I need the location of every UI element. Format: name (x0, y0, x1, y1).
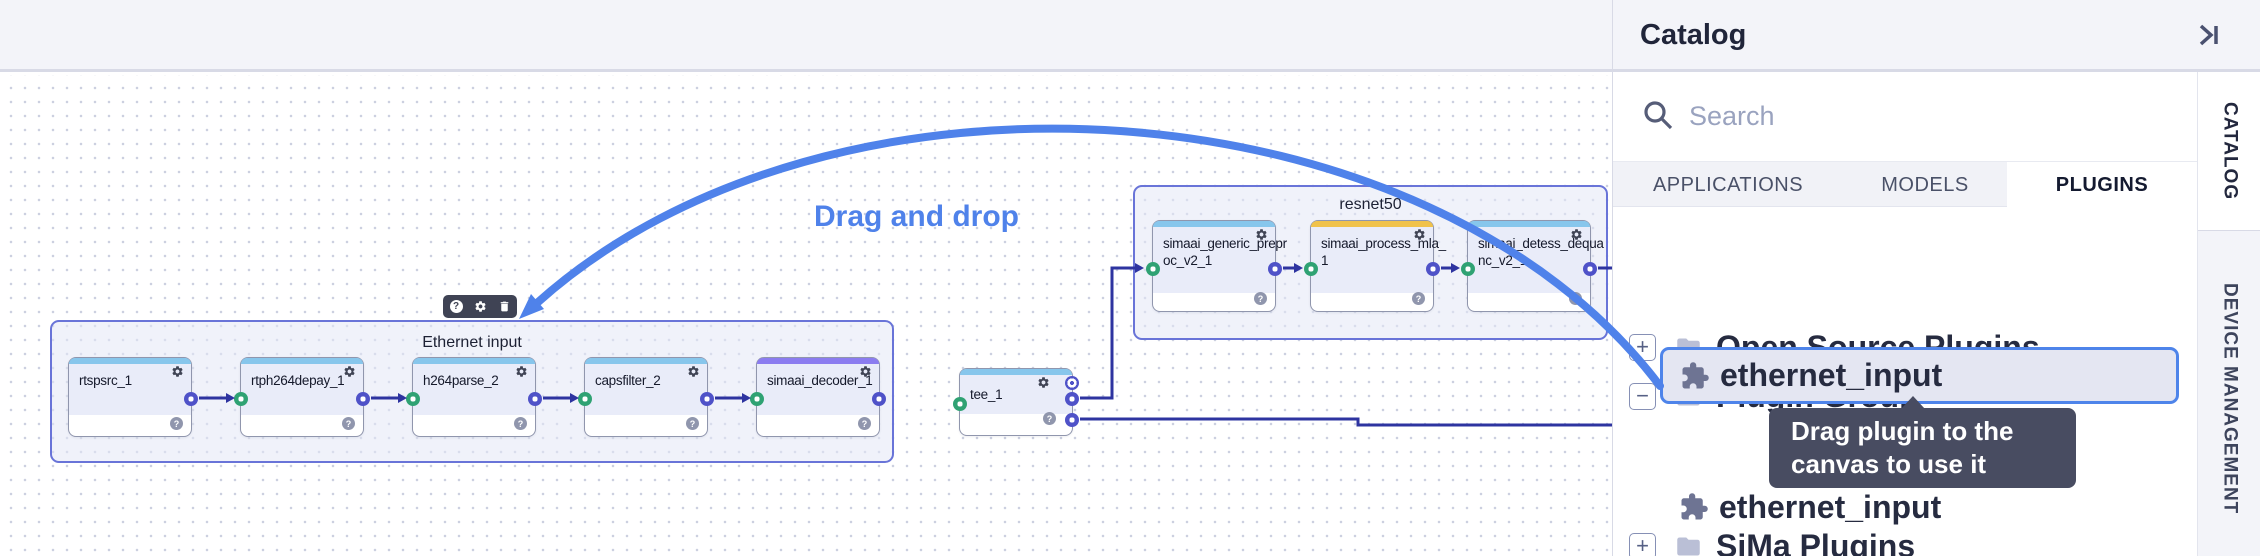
input-port[interactable] (1304, 262, 1318, 276)
output-port[interactable] (184, 392, 198, 406)
help-icon[interactable]: ? (449, 300, 463, 313)
pipeline-node-capsfilter[interactable]: capsfilter_2 ? (578, 357, 714, 437)
input-port[interactable] (234, 392, 248, 406)
tree-item-label: ethernet_input (1719, 488, 1942, 525)
node-label: h264parse_2 (423, 373, 499, 388)
pipeline-node-simaai-decoder[interactable]: simaai_decoder_1 ? (750, 357, 886, 437)
settings-icon[interactable] (1037, 376, 1050, 389)
settings-icon[interactable] (687, 365, 700, 378)
expand-icon[interactable]: + (1629, 333, 1656, 361)
node-accent-strip (241, 358, 363, 364)
folder-icon (1677, 537, 1700, 555)
input-port[interactable] (406, 392, 420, 406)
side-tab-catalog[interactable]: CATALOG (2198, 72, 2260, 230)
tree-item-ethernet-input-2[interactable]: ethernet_input (1679, 484, 1941, 530)
group-title: Ethernet input (422, 334, 522, 351)
output-port[interactable] (1065, 392, 1079, 406)
expand-icon[interactable]: + (1629, 532, 1656, 556)
settings-icon[interactable] (1255, 228, 1268, 241)
catalog-panel: Catalog APPLICATIONS MODELS PLUGINS + Op… (1612, 0, 2260, 556)
node-accent-strip (69, 358, 191, 364)
panel-title: Catalog (1640, 19, 1747, 51)
search-bar (1613, 72, 2197, 162)
input-port[interactable] (578, 392, 592, 406)
editor-topbar (0, 0, 1612, 72)
settings-icon[interactable] (343, 365, 356, 378)
collapse-icon[interactable]: − (1629, 382, 1656, 410)
editor-area: ? Ethernet input resnet50 rtspsrc_1 ? rt… (0, 0, 1612, 556)
settings-icon[interactable] (515, 365, 528, 378)
pipeline-node-rtph264depay[interactable]: rtph264depay_1 ? (234, 357, 370, 437)
node-label: rtph264depay_1 (251, 373, 345, 388)
help-icon: ? (1043, 412, 1056, 425)
search-input[interactable] (1689, 94, 2169, 138)
help-icon: ? (170, 417, 183, 430)
tree-item-sima-plugins[interactable]: + SiMa Plugins (1629, 523, 1915, 556)
group-title: resnet50 (1339, 196, 1402, 213)
catalog-panel-header: Catalog (1613, 0, 2260, 72)
help-icon: ? (686, 417, 699, 430)
output-port[interactable] (1583, 262, 1597, 276)
tab-models[interactable]: MODELS (1881, 173, 1969, 196)
node-accent-strip (413, 358, 535, 364)
output-port[interactable] (1065, 413, 1079, 427)
input-port[interactable] (1461, 262, 1475, 276)
help-icon: ? (858, 417, 871, 430)
pipeline-node-tee[interactable]: tee_1 ? (953, 368, 1079, 436)
drag-and-drop-hint: Drag and drop (814, 200, 1020, 233)
tab-plugins[interactable]: PLUGINS (2007, 162, 2197, 208)
tree-item-label: SiMa Plugins (1716, 527, 1916, 556)
tab-applications[interactable]: APPLICATIONS (1652, 173, 1804, 196)
tooltip-line: Drag plugin to the (1791, 416, 2014, 446)
side-tab-label: CATALOG (2219, 101, 2241, 201)
input-port[interactable] (953, 397, 967, 411)
pipeline-node-simaai-process-mla[interactable]: simaai_process_mla_1 ? (1304, 220, 1446, 312)
plugin-icon (1681, 493, 1708, 520)
help-icon: ? (342, 417, 355, 430)
node-label: tee_1 (970, 387, 1003, 402)
output-port[interactable] (528, 392, 542, 406)
node-label: rtspsrc_1 (79, 373, 132, 388)
tooltip-line: canvas to use it (1791, 449, 1987, 479)
side-tab-strip: CATALOG DEVICE MANAGEMENT (2197, 72, 2260, 556)
side-tab-label: DEVICE MANAGEMENT (2219, 283, 2241, 515)
output-port[interactable] (356, 392, 370, 406)
help-icon: ? (1569, 292, 1582, 305)
pipeline-node-h264parse[interactable]: h264parse_2 ? (406, 357, 542, 437)
output-port[interactable] (872, 392, 886, 406)
settings-icon[interactable] (474, 300, 487, 313)
help-icon: ? (1412, 292, 1425, 305)
drag-tooltip: Drag plugin to the canvas to use it (1769, 396, 2076, 488)
catalog-content: APPLICATIONS MODELS PLUGINS + Open Sourc… (1613, 72, 2197, 556)
catalog-tabs: APPLICATIONS MODELS PLUGINS (1613, 162, 2197, 208)
search-icon (1644, 101, 1673, 130)
output-port[interactable] (1065, 376, 1079, 390)
settings-icon[interactable] (171, 365, 184, 378)
pipeline-node-rtspsrc[interactable]: rtspsrc_1 ? (68, 357, 198, 437)
input-port[interactable] (750, 392, 764, 406)
plugin-icon (1682, 361, 1709, 388)
help-icon: ? (514, 417, 527, 430)
side-tab-device-management[interactable]: DEVICE MANAGEMENT (2198, 230, 2260, 556)
input-port[interactable] (1146, 262, 1160, 276)
settings-icon[interactable] (1413, 228, 1426, 241)
settings-icon[interactable] (1570, 228, 1583, 241)
tree-item-label: ethernet_input (1720, 357, 1943, 393)
delete-icon[interactable] (498, 300, 511, 313)
help-icon: ? (1254, 292, 1267, 305)
output-port[interactable] (700, 392, 714, 406)
output-port[interactable] (1268, 262, 1282, 276)
settings-icon[interactable] (859, 365, 872, 378)
output-port[interactable] (1426, 262, 1440, 276)
collapse-panel-icon[interactable] (2194, 21, 2222, 49)
group-toolbar: ? (443, 295, 517, 318)
